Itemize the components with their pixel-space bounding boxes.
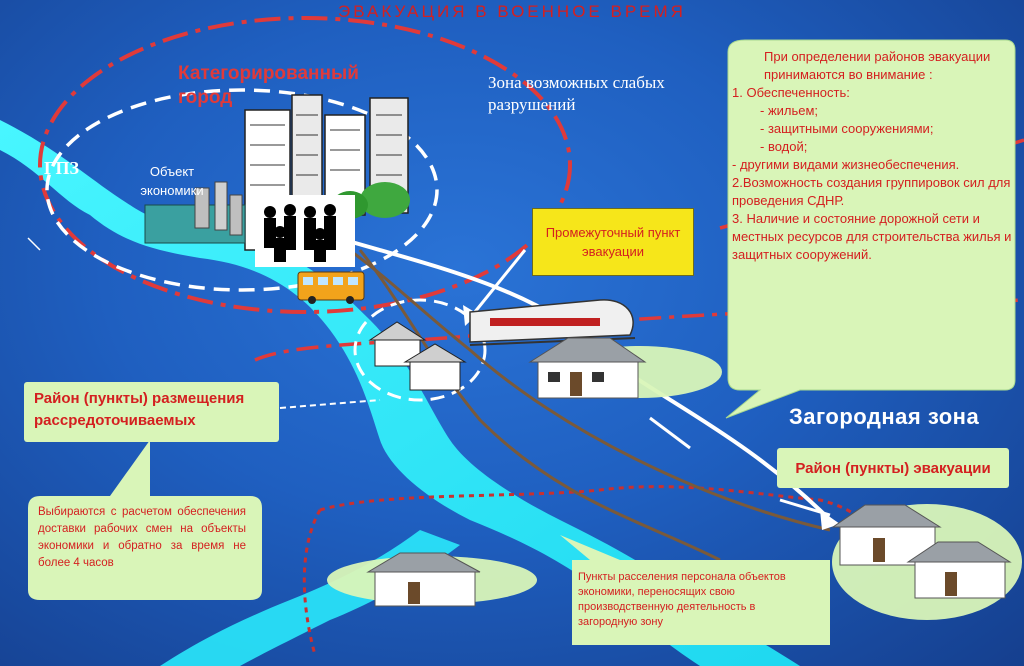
placement-pointer	[279, 399, 381, 409]
economy-object-icon	[144, 181, 246, 244]
placement-houses	[368, 321, 467, 391]
info-item-3: 3. Наличие и состояние дорожной сети и м…	[732, 211, 1012, 262]
info-box: При определении районов эвакуации приним…	[732, 48, 1015, 264]
road-branch	[358, 249, 721, 562]
economy-object-label: Объект экономики	[140, 164, 204, 198]
pointer-arrow-intermediate	[468, 249, 527, 319]
city-boundary	[45, 88, 439, 292]
house-intermediate	[528, 337, 647, 399]
house-right-2	[906, 541, 1012, 599]
left-note-bubble	[28, 440, 262, 600]
city-label: Категорированный город	[178, 63, 359, 108]
gpz-label: ГПЗ	[44, 158, 79, 178]
river-flow-arrow	[27, 237, 41, 251]
weak-destruction-zone-boundary	[38, 16, 572, 314]
info-sub-shelters: - защитными сооружениями;	[760, 121, 934, 136]
placement-area-box: Район (пункты) размещения рассредоточива…	[24, 382, 279, 442]
evacuation-area-boundary	[302, 485, 875, 656]
bottom-note: Пункты расселения персонала объектов эко…	[578, 571, 786, 628]
evacuation-area-box: Район (пункты) эвакуации	[777, 448, 1009, 488]
bus-icon	[297, 271, 365, 304]
bottom-note-bubble	[560, 535, 830, 645]
left-note: Выбираются с расчетом обеспечения достав…	[38, 506, 246, 569]
road	[334, 238, 831, 532]
info-item-2: 2.Возможность создания группировок сил д…	[732, 175, 1011, 208]
house-right-1	[831, 504, 942, 566]
info-callout-bubble	[725, 39, 1016, 419]
placement-area-boundary	[353, 298, 487, 402]
info-sub-other: - другими видами жизнеобеспечения.	[732, 157, 960, 172]
people-icon	[255, 195, 355, 267]
info-intro: При определении районов эвакуации приним…	[764, 49, 991, 82]
info-sub-water: - водой;	[760, 139, 808, 154]
suburban-zone-label: Загородная зона	[789, 404, 980, 429]
info-item-1: 1. Обеспеченность:	[732, 85, 850, 100]
house-left	[366, 552, 481, 607]
pointer-arrow-evac	[649, 416, 691, 450]
diagram-title: ЭВАКУАЦИЯ В ВОЕННОЕ ВРЕМЯ	[338, 2, 686, 21]
info-sub-housing: - жильем;	[760, 103, 819, 118]
river	[0, 120, 800, 666]
placement-area-label: Район (пункты) размещения рассредоточива…	[34, 390, 245, 429]
evacuation-area-label: Район (пункты) эвакуации	[795, 459, 991, 477]
intermediate-point-label: Промежуточный пункт эвакуации	[545, 225, 681, 259]
pointer-arrow-evac-2	[779, 498, 831, 517]
intermediate-point-box: Промежуточный пункт эвакуации	[532, 208, 694, 276]
zone-label: Зона возможных слабых разрушений	[488, 73, 665, 114]
